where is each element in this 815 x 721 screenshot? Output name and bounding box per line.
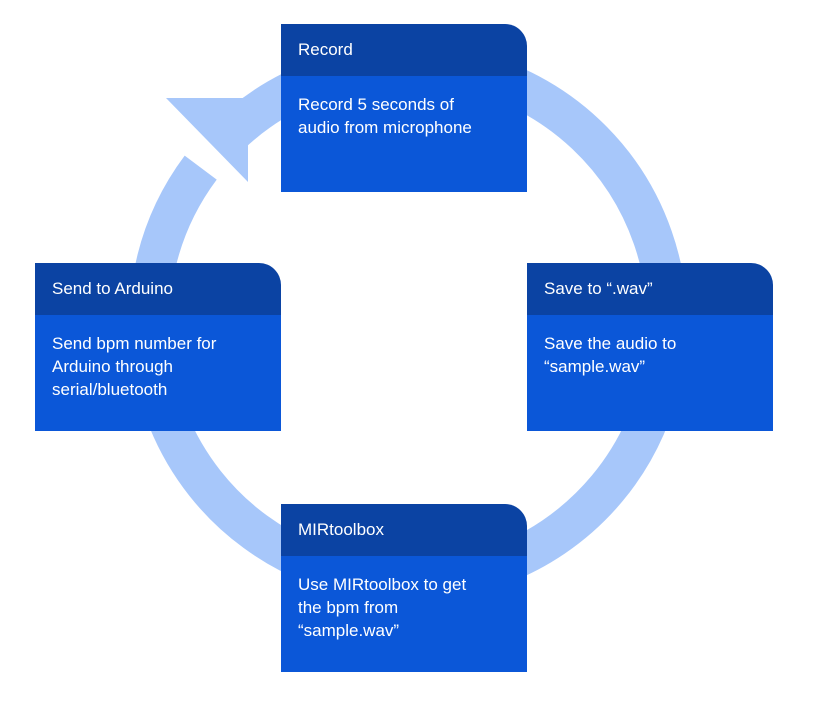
step-title-record: Record	[281, 24, 527, 76]
step-description-line: Send bpm number for	[52, 334, 217, 353]
step-description-line: serial/bluetooth	[52, 380, 168, 399]
step-description-line: audio from microphone	[298, 118, 472, 137]
step-description-send-to-arduino: Send bpm number for Arduino through seri…	[35, 315, 281, 431]
step-title-mirtoolbox: MIRtoolbox	[281, 504, 527, 556]
step-description-line: “sample.wav”	[298, 621, 400, 640]
cycle-arrowhead	[166, 98, 248, 182]
step-card-send-to-arduino: Send to Arduino Send bpm number for Ardu…	[35, 263, 281, 431]
step-description-record: Record 5 seconds of audio from microphon…	[281, 76, 527, 192]
step-card-record: Record Record 5 seconds of audio from mi…	[281, 24, 527, 192]
step-description-save-wav: Save the audio to “sample.wav”	[527, 315, 773, 431]
step-description-line: Use MIRtoolbox to get	[298, 575, 467, 594]
step-card-mirtoolbox: MIRtoolbox Use MIRtoolbox to get the bpm…	[281, 504, 527, 672]
step-description-line: “sample.wav”	[544, 357, 646, 376]
step-description-line: Save the audio to	[544, 334, 677, 353]
step-description-line: the bpm from	[298, 598, 399, 617]
step-title-save-wav: Save to “.wav”	[527, 263, 773, 315]
step-card-save-wav: Save to “.wav” Save the audio to “sample…	[527, 263, 773, 431]
step-description-line: Arduino through	[52, 357, 173, 376]
step-title-send-to-arduino: Send to Arduino	[35, 263, 281, 315]
step-description-line: Record 5 seconds of	[298, 95, 454, 114]
step-description-mirtoolbox: Use MIRtoolbox to get the bpm from “samp…	[281, 556, 527, 672]
